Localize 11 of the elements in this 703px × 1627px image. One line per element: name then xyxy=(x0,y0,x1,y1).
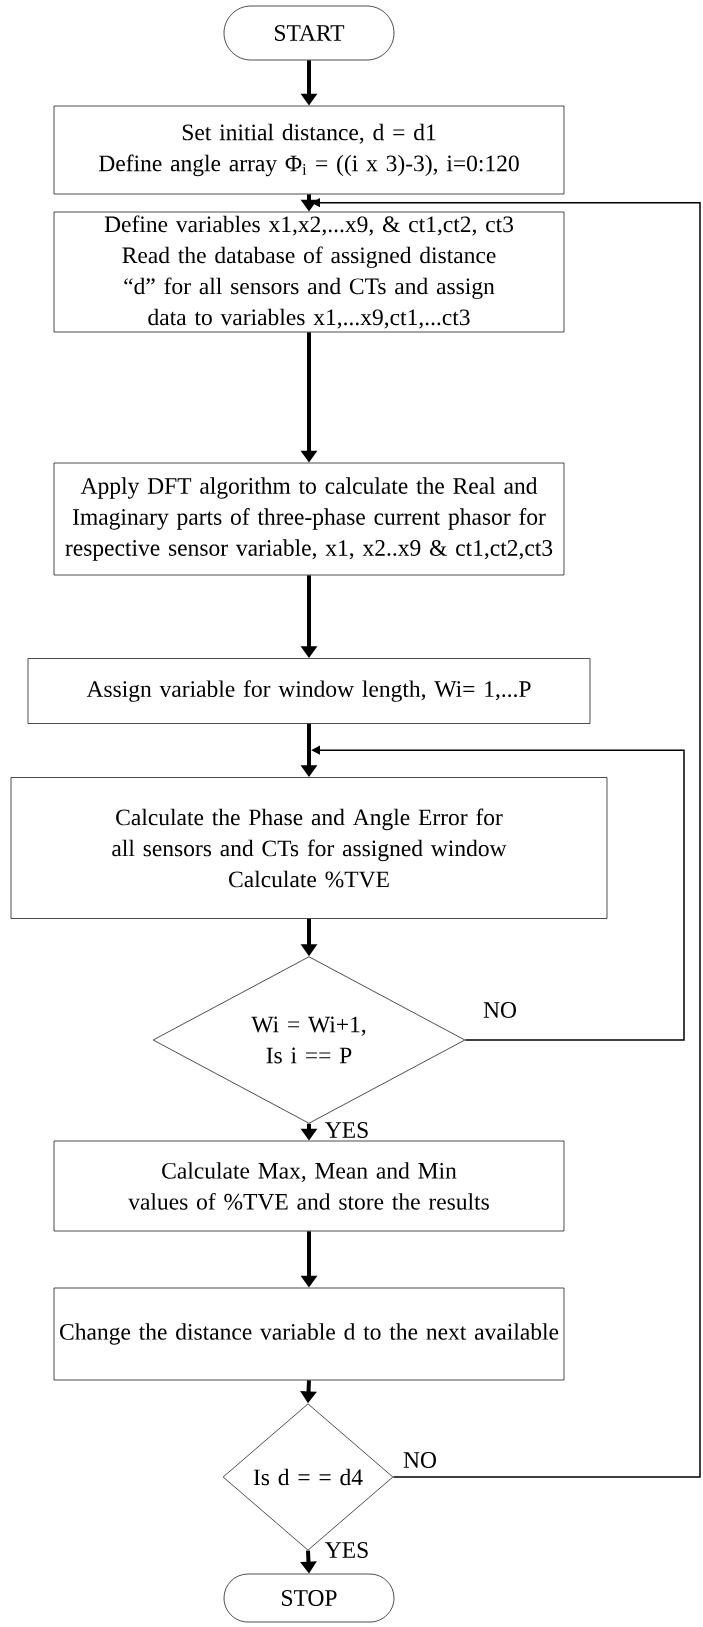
process-box: Assign variable for window length, Wi= 1,...P xyxy=(27,658,591,724)
process-box: Calculate the Phase and Angle Error for all sensors and CTs for assigned window Calculate %TVE xyxy=(10,777,608,919)
process-box: Apply DFT algorithm to calculate the Real and Imaginary parts of three-phase current phasor for respective sensor variable, x1, x2..x9 & ct1,ct2,ct3 xyxy=(53,462,565,576)
edge-label: YES xyxy=(325,1122,368,1138)
process-box: Change the distance variable d to the next available xyxy=(53,1287,565,1381)
process-box: Set initial distance, d = d1 Define angle array Φ$_{i}$ = ((i x 3)-3), i=0:120 xyxy=(53,105,565,195)
edge-label: NO xyxy=(403,1452,436,1468)
process-box: Define variables x1,x2,...x9, & ct1,ct2, ct3 Read the database of assigned distance “d” for all sensors and CTs and assign data to variables x1,...x9,ct1,...ct3 xyxy=(53,211,565,333)
process-box: Calculate Max, Mean and Min values of %TVE and store the results xyxy=(53,1140,565,1232)
arrow xyxy=(311,745,685,1041)
edge-label: NO xyxy=(483,1002,516,1018)
